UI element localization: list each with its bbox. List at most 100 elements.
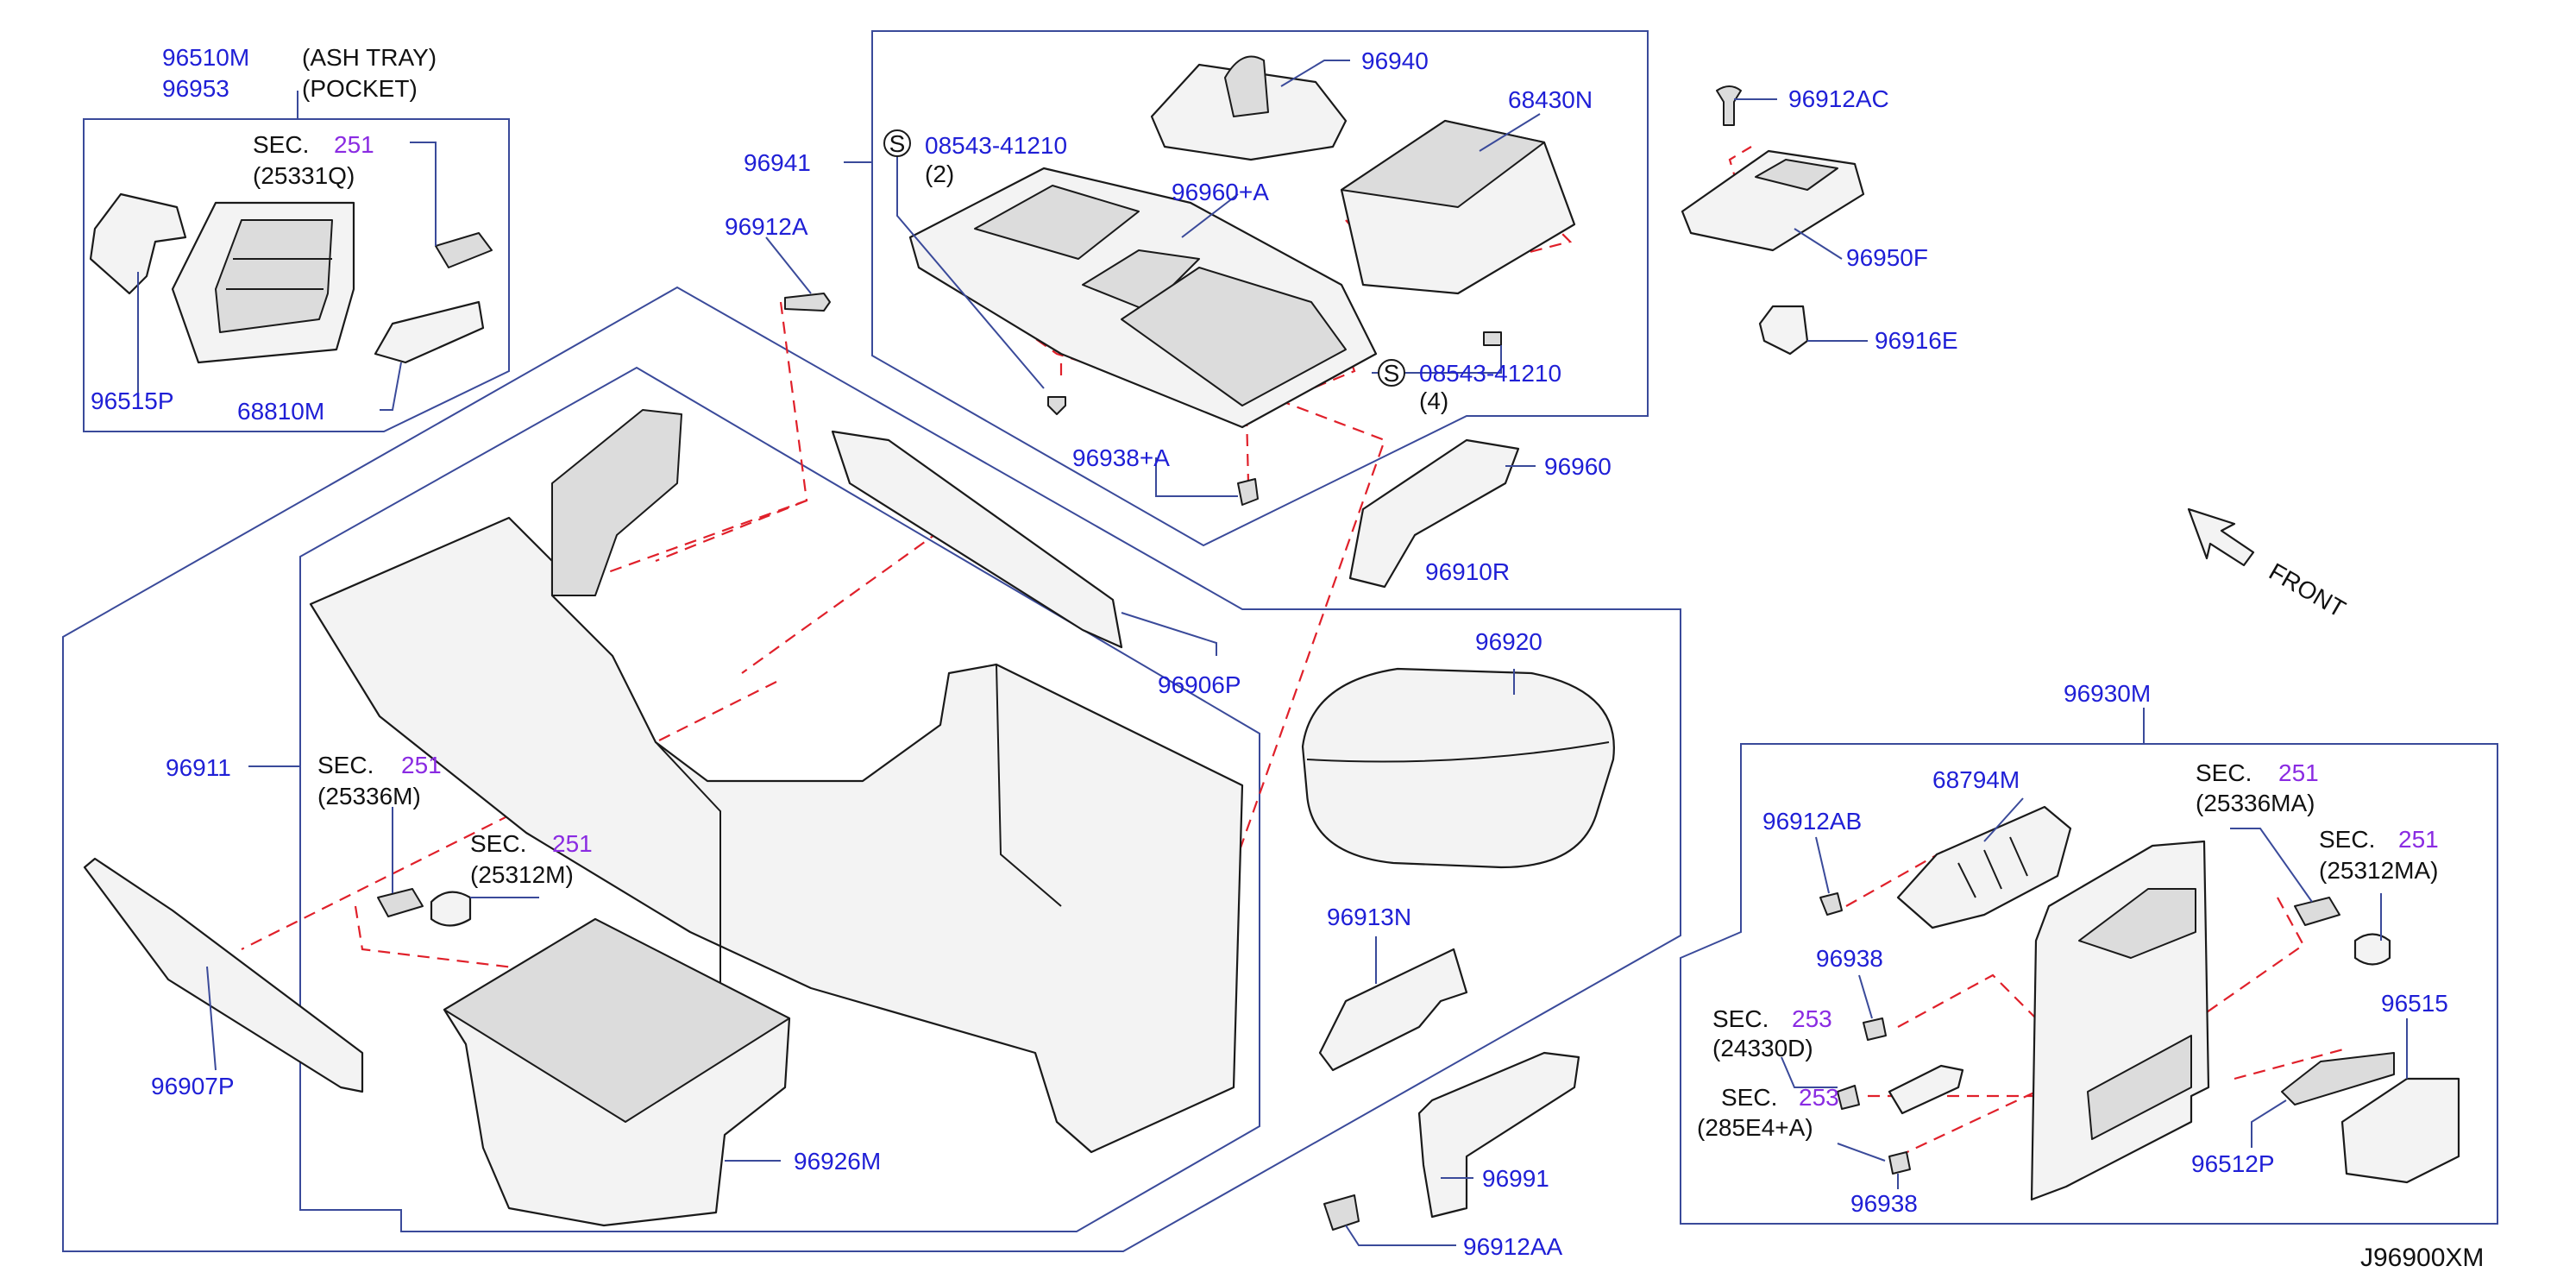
finisher-opening-1 [974,185,1140,260]
label-sec-25336M: SEC. [317,752,374,778]
box-96926M-rim [443,918,790,1123]
console-front-post [551,409,682,596]
harness-drawing [89,192,187,295]
label-96941: 96941 [744,149,811,176]
label-sec251-e: 251 [2398,826,2439,853]
label-68794M: 68794M [1932,766,2020,793]
label-96912AA: 96912AA [1463,1233,1563,1260]
label-qty-2: (2) [925,161,954,187]
label-96913N: 96913N [1327,904,1411,930]
ash-tray-detail [226,258,332,290]
lead-96938-upper [1858,974,1873,1019]
bolt-96912AA-drawing [1323,1194,1360,1231]
frame-console-main [62,286,1681,1252]
ash-tray-insert-drawing [215,219,333,333]
switch-buttons [1755,159,1838,191]
cigarette-lighter-small-drawing [435,232,493,268]
label-sec-25312M: SEC. [470,830,526,857]
label-sec253-b: 253 [1799,1084,1839,1111]
label-sec251-a: 251 [334,131,374,158]
label-96960: 96960 [1544,453,1612,480]
label-285E4A: (285E4+A) [1697,1114,1813,1141]
lead-25336MA [2230,828,2313,903]
label-96938-upper: 96938 [1816,945,1883,972]
label-96510M: 96510M [162,44,249,71]
clip-96938-upper-drawing [1863,1017,1887,1041]
label-25336MA: (25336MA) [2196,790,2315,816]
rear-pocket-opening [2087,1035,2192,1140]
label-25312M: (25312M) [470,861,574,888]
label-68430N: 68430N [1508,86,1593,113]
label-96911: 96911 [166,754,231,781]
shift-knob-drawing [1224,55,1269,117]
label-96916E: 96916E [1875,327,1958,354]
lead-68430N [1479,113,1541,152]
frame-console-finisher [871,30,1649,547]
leader-lines [137,60,2408,1246]
clip-96938A-drawing [1237,478,1259,506]
lead-96950F [1794,228,1843,260]
label-96515: 96515 [2381,990,2448,1017]
harness-24330D-drawing [1888,1064,1964,1115]
label-sec-285E4A: SEC. [1721,1084,1777,1111]
label-08543-41210-4: 08543-41210 [1419,360,1561,387]
dash-16 [1897,1091,2037,1157]
dash-12 [1728,146,1752,204]
dash-17 [2203,897,2305,1015]
label-96907P: 96907P [151,1073,235,1099]
frame-console-inner [299,366,1260,1232]
part-drawings [83,55,2460,1231]
bracket-96991-drawing [1417,1051,1580,1219]
rear-vent-openings [2078,888,2196,959]
label-24330D: (24330D) [1712,1035,1813,1061]
label-25331Q: (25331Q) [253,162,355,189]
label-front: FRONT [2265,557,2350,622]
label-96912A: 96912A [725,213,808,240]
dash-3 [741,530,941,674]
label-96940: 96940 [1361,47,1429,74]
socket-25312M-drawing [430,891,472,927]
label-sec253-a: 253 [1792,1005,1832,1032]
ash-tray-96515-drawing [2340,1077,2460,1184]
insert-96512P-drawing [2281,1052,2395,1105]
vent-68794M-drawing [1896,805,2072,929]
label-96920: 96920 [1475,628,1542,655]
label-96912AC: 96912AC [1788,85,1889,112]
label-08543-41210-2: 08543-41210 [925,132,1067,159]
lighter-25336MA-drawing [2294,897,2340,926]
finisher-opening-3 [1121,267,1347,406]
lead-24330D [1781,1056,1838,1088]
screw-08543-4-drawing [1483,331,1502,346]
label-sec-25312MA: SEC. [2319,826,2375,853]
label-96953: 96953 [162,75,229,102]
label-96950F: 96950F [1846,244,1928,271]
label-25336M: (25336M) [317,783,421,809]
label-sec-25331Q: SEC. [253,131,309,158]
bracket-96913N-drawing [1318,948,1468,1072]
pocket-68810M-drawing [374,300,485,364]
lead-96907P [206,966,217,1071]
lead-285E4A [1837,1143,1886,1162]
lead-96912A [765,236,812,294]
clip-96938-lower-drawing [1888,1151,1911,1175]
label-96906P: 96906P [1158,671,1241,698]
s-mark-2: S [1384,360,1400,387]
switch-96950F-drawing [1681,149,1865,252]
label-96991: 96991 [1482,1165,1549,1192]
clip-96916E-drawing [1758,305,1809,356]
label-sec-24330D: SEC. [1712,1005,1769,1032]
lead-08543-4 [1372,345,1502,374]
label-96912AB: 96912AB [1762,808,1862,835]
label-25312MA: (25312MA) [2319,857,2439,884]
armrest-96920-drawing [1301,667,1615,869]
clip-96912AB-drawing [1819,892,1843,916]
lead-96512P [2251,1099,2287,1148]
label-pocket: (POCKET) [302,75,418,102]
label-96938-lower: 96938 [1850,1190,1918,1217]
console-body-edge [655,664,1062,1031]
label-96960A: 96960+A [1172,179,1269,205]
finisher-opening-2 [1082,249,1200,312]
dash-2 [655,499,807,563]
